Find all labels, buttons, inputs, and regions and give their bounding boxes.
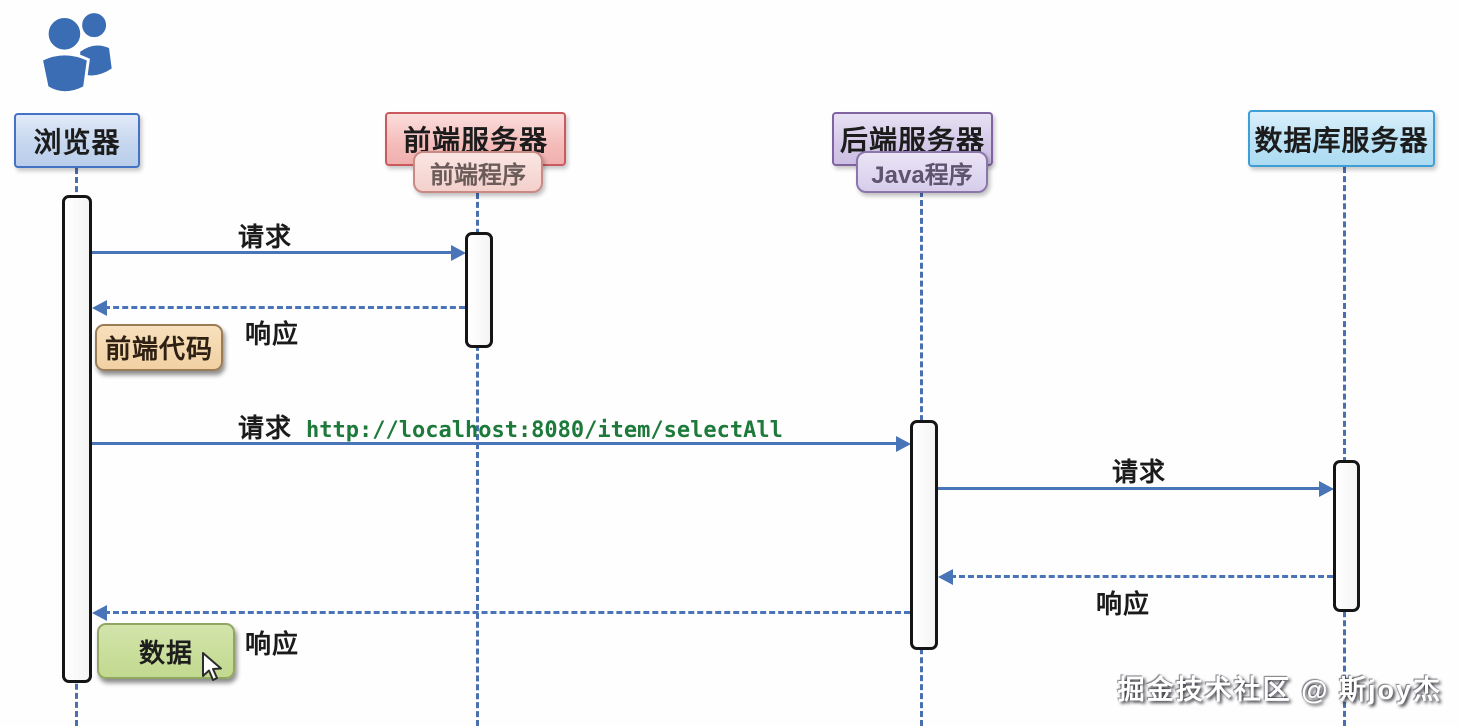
frontend-program-label: 前端程序 — [430, 161, 526, 189]
watermark-text: 掘金技术社区 @ 斯joy杰 — [1117, 675, 1442, 705]
java-program-box: Java程序 — [856, 151, 988, 193]
note-frontend-code-label: 前端代码 — [104, 334, 213, 364]
label-request-url: 请求 http://localhost:8080/item/selectAll — [238, 408, 783, 445]
activation-frontend — [465, 232, 493, 348]
label-request-3: 请求 — [1112, 457, 1167, 487]
activation-database — [1333, 460, 1360, 612]
note-frontend-code: 前端代码 — [95, 324, 223, 371]
people-icon — [39, 10, 115, 95]
label-request-2: 请求 — [238, 413, 293, 443]
label-response-2: 响应 — [1096, 589, 1151, 619]
arrow-backend-to-browser — [104, 611, 910, 614]
arrowhead-backend-to-database — [1319, 481, 1334, 497]
lifeline-database — [1343, 167, 1346, 726]
arrowhead-backend-to-browser — [92, 605, 107, 621]
actor-browser-label: 浏览器 — [33, 126, 121, 158]
arrow-frontend-to-browser — [104, 306, 465, 309]
arrowhead-browser-to-backend — [896, 436, 911, 452]
arrow-browser-to-frontend — [92, 251, 454, 254]
arrowhead-frontend-to-browser — [92, 300, 107, 316]
java-program-label: Java程序 — [871, 161, 973, 189]
actor-frontend-label: 前端服务器 — [402, 125, 548, 156]
arrow-database-to-backend — [950, 575, 1333, 578]
actor-database-label: 数据库服务器 — [1254, 124, 1429, 156]
request-url-text: http://localhost:8080/item/selectAll — [306, 418, 783, 443]
cursor-icon — [202, 652, 222, 681]
actor-browser: 浏览器 — [14, 113, 140, 168]
arrowhead-database-to-backend — [938, 569, 953, 585]
arrow-browser-to-backend — [92, 442, 899, 445]
actor-database-server: 数据库服务器 — [1248, 110, 1435, 167]
lifeline-frontend — [476, 193, 479, 726]
label-response-1: 响应 — [245, 319, 300, 349]
actor-backend-label: 后端服务器 — [839, 125, 985, 156]
note-data-label: 数据 — [138, 637, 193, 668]
arrowhead-browser-to-frontend — [451, 245, 466, 261]
activation-backend — [910, 420, 938, 650]
activation-browser — [62, 195, 92, 683]
label-response-3: 响应 — [245, 629, 300, 659]
frontend-program-box: 前端程序 — [413, 151, 543, 193]
arrow-backend-to-database — [938, 487, 1320, 490]
label-request-1: 请求 — [238, 222, 293, 252]
